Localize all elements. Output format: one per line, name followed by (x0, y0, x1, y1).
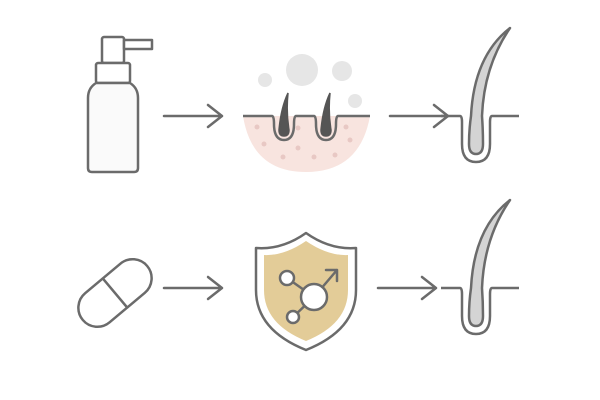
shield-molecule-icon (254, 231, 358, 352)
arrow-right-icon (388, 103, 450, 129)
spray-bottle-icon (86, 35, 154, 174)
hair-follicle-icon (439, 26, 521, 164)
scalp-follicles-icon (243, 54, 370, 172)
arrow-right-icon (376, 275, 438, 301)
hair-follicle-icon (439, 198, 521, 336)
arrow-right-icon (162, 275, 224, 301)
capsule-pill-icon (77, 257, 153, 329)
arrow-right-icon (162, 103, 224, 129)
